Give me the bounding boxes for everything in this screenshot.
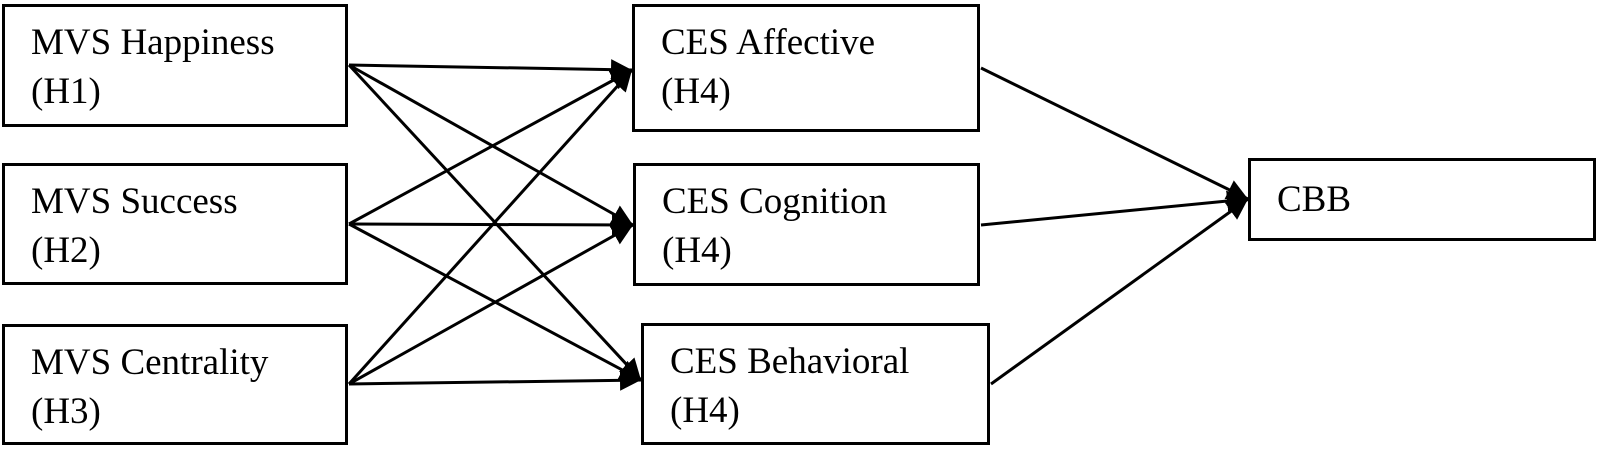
hypothesis-label: (H4) [670,390,740,431]
box-label: CES Behavioral [670,341,910,382]
box-mvs-centrality: MVS Centrality (H3) [2,324,348,445]
arrow-happiness-affective [348,59,633,81]
arrow-centrality-behavioral [348,369,642,391]
box-label: MVS Centrality [31,342,269,383]
arrow-success-affective [348,68,633,226]
box-cbb: CBB [1248,158,1596,241]
box-label: CES Affective [661,22,876,63]
arrow-happiness-behavioral [347,63,643,382]
arrow-centrality-affective [347,68,634,386]
box-label: MVS Happiness [31,22,275,63]
hypothesis-label: (H4) [661,71,731,112]
box-mvs-happiness: MVS Happiness (H1) [2,4,348,127]
hypothesis-label: (H3) [31,391,101,432]
arrow-cognition-cbb [980,190,1249,227]
hypothesis-label: (H4) [662,230,732,271]
arrow-success-behavioral [348,222,642,382]
box-ces-behavioral: CES Behavioral (H4) [641,323,990,445]
arrow-happiness-cognition [348,63,634,227]
box-label: CBB [1277,179,1352,220]
arrow-affective-cbb [980,66,1249,201]
hypothesis-label: (H1) [31,71,101,112]
arrow-centrality-cognition [348,223,634,386]
box-ces-affective: CES Affective (H4) [632,4,980,132]
box-ces-cognition: CES Cognition (H4) [633,163,980,286]
box-label: CES Cognition [662,181,888,222]
arrow-success-cognition [348,214,634,236]
box-mvs-success: MVS Success (H2) [2,163,348,285]
hypothesis-label: (H2) [31,230,101,271]
box-label: MVS Success [31,181,238,222]
arrow-behavioral-cbb [990,197,1249,386]
